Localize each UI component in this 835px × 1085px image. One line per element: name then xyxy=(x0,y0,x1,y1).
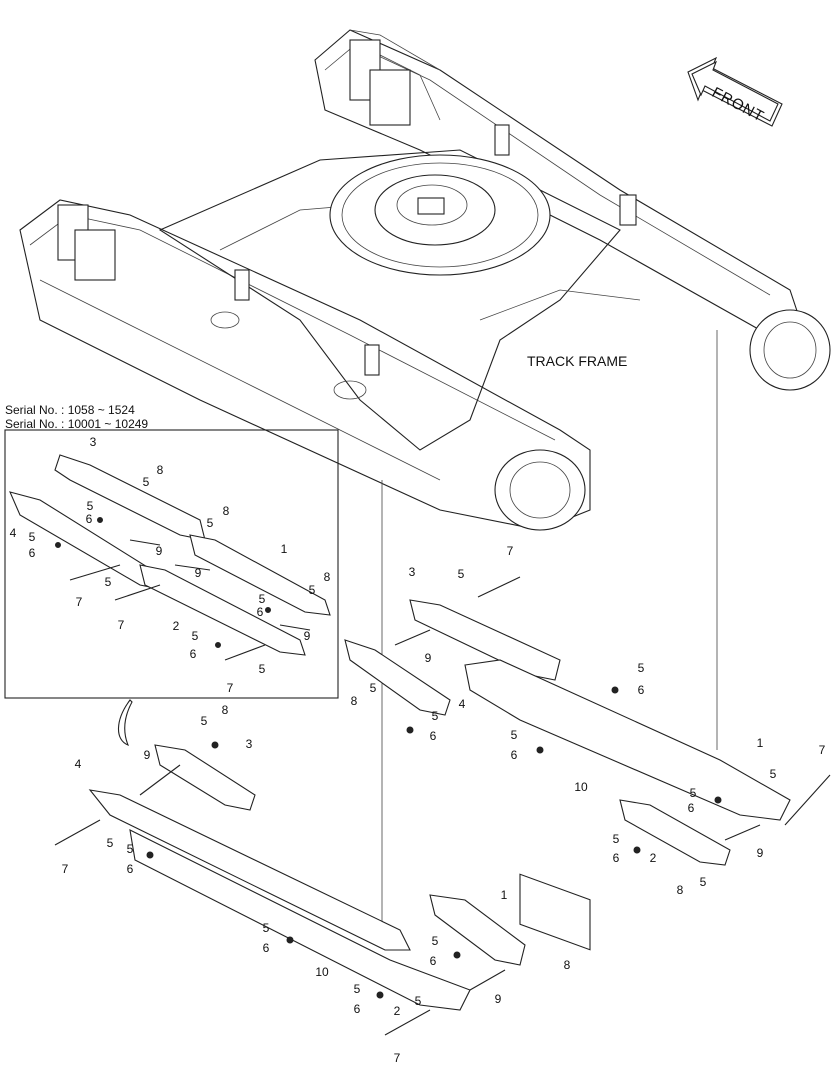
callout: 5 xyxy=(612,832,620,846)
callout: 10 xyxy=(315,965,329,979)
callout: 6 xyxy=(510,748,518,762)
callout: 5 xyxy=(86,499,94,513)
callout: 6 xyxy=(353,1002,361,1016)
callout: 7 xyxy=(117,618,125,632)
front-arrow-icon xyxy=(687,56,783,127)
callout: 5 xyxy=(200,714,208,728)
callout: 3 xyxy=(89,435,97,449)
callout: 7 xyxy=(226,681,234,695)
callout: 5 xyxy=(414,994,422,1008)
callout: 1 xyxy=(756,736,764,750)
callout: 7 xyxy=(75,595,83,609)
callout: 5 xyxy=(431,709,439,723)
callout: 2 xyxy=(649,851,657,865)
callout: 5 xyxy=(28,530,36,544)
inset-frame xyxy=(4,429,339,699)
callout: 5 xyxy=(769,767,777,781)
callout: 7 xyxy=(61,862,69,876)
callout: 6 xyxy=(429,954,437,968)
callout: 3 xyxy=(245,737,253,751)
callout: 6 xyxy=(612,851,620,865)
callout: 9 xyxy=(756,846,764,860)
track-frame-label: TRACK FRAME xyxy=(527,353,628,369)
callout: 8 xyxy=(350,694,358,708)
callout: 5 xyxy=(258,592,266,606)
callout: 8 xyxy=(563,958,571,972)
callout: 4 xyxy=(458,697,466,711)
callout: 6 xyxy=(189,647,197,661)
right-assembly-parts xyxy=(344,576,831,951)
callout: 6 xyxy=(429,729,437,743)
callout: 5 xyxy=(104,575,112,589)
callout: 5 xyxy=(457,567,465,581)
callout: 9 xyxy=(494,992,502,1006)
serial-range-1: Serial No. : 1058 ~ 1524 xyxy=(5,403,135,417)
callout: 9 xyxy=(303,629,311,643)
callout: 4 xyxy=(74,757,82,771)
callout: 9 xyxy=(155,544,163,558)
callout: 8 xyxy=(156,463,164,477)
callout: 5 xyxy=(510,728,518,742)
callout: 6 xyxy=(262,941,270,955)
callout: 5 xyxy=(431,934,439,948)
callout: 4 xyxy=(9,526,17,540)
callout: 5 xyxy=(106,836,114,850)
callout: 1 xyxy=(500,888,508,902)
callout: 1 xyxy=(280,542,288,556)
callout: 5 xyxy=(142,475,150,489)
callout: 5 xyxy=(191,629,199,643)
callout: 2 xyxy=(393,1004,401,1018)
callout: 5 xyxy=(637,661,645,675)
callout: 8 xyxy=(222,504,230,518)
callout: 5 xyxy=(262,921,270,935)
callout: 5 xyxy=(369,681,377,695)
callout: 3 xyxy=(408,565,416,579)
callout: 8 xyxy=(221,703,229,717)
callout: 6 xyxy=(126,862,134,876)
callout: 5 xyxy=(353,982,361,996)
callout: 7 xyxy=(393,1051,401,1065)
callout: 5 xyxy=(206,516,214,530)
callout: 6 xyxy=(28,546,36,560)
serial-range-2: Serial No. : 10001 ~ 10249 xyxy=(5,417,149,431)
callout: 10 xyxy=(574,780,588,794)
callout: 6 xyxy=(85,512,93,526)
callout: 8 xyxy=(676,883,684,897)
callout: 6 xyxy=(256,605,264,619)
callout: 7 xyxy=(818,743,826,757)
left-assembly-parts xyxy=(54,699,526,1036)
callout: 7 xyxy=(506,544,514,558)
callout: 5 xyxy=(689,786,697,800)
callout: 6 xyxy=(687,801,695,815)
inset-parts xyxy=(9,454,331,661)
callout: 8 xyxy=(323,570,331,584)
callout: 6 xyxy=(637,683,645,697)
callout: 2 xyxy=(172,619,180,633)
track-frame-drawing xyxy=(19,29,831,531)
callout: 9 xyxy=(194,566,202,580)
callout: 5 xyxy=(699,875,707,889)
callout: 9 xyxy=(143,748,151,762)
callout: 5 xyxy=(308,583,316,597)
callout: 9 xyxy=(424,651,432,665)
callout: 5 xyxy=(126,842,134,856)
callout: 5 xyxy=(258,662,266,676)
